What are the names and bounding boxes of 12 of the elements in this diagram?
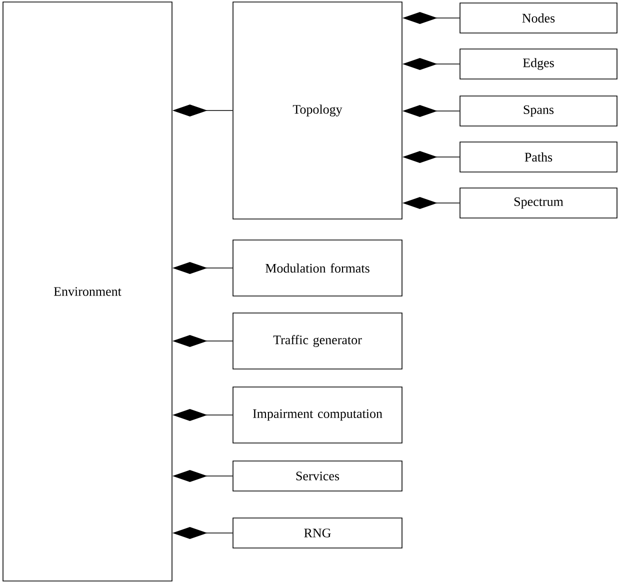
box: Traffic generator [232,312,402,370]
box: Spectrum [460,188,618,218]
box: Impairment computation [232,386,402,444]
box: Services [232,460,402,492]
box: Paths [460,142,618,172]
box: Edges [460,48,618,80]
box: Topology [232,2,402,220]
box: Environment [2,2,172,582]
box: Spans [460,96,618,126]
box: RNG [232,518,402,548]
box: Modulation formats [232,240,402,296]
box: Nodes [460,2,618,34]
